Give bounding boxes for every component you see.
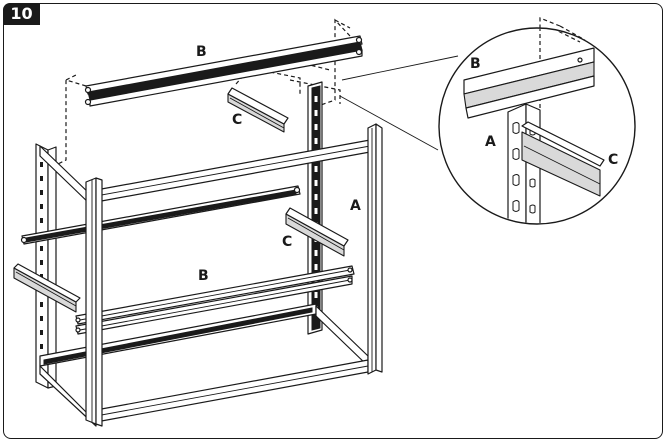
- connector-left: [13, 263, 81, 313]
- step-number-badge: 10: [3, 3, 40, 25]
- label-connector-right: C: [282, 234, 292, 250]
- detail-connector: [521, 121, 605, 197]
- label-beam-top: B: [196, 44, 207, 60]
- shelf-assembly: [13, 81, 383, 427]
- label-detail-beam: B: [470, 56, 481, 72]
- upright-back-left: [35, 143, 57, 389]
- label-connector-top: C: [232, 112, 242, 128]
- label-detail-connector: C: [608, 152, 618, 168]
- floating-connector-c: [227, 87, 289, 133]
- label-upright: A: [350, 198, 361, 214]
- detail-beam: [463, 47, 595, 119]
- top-front-beam: [95, 139, 371, 203]
- floating-beam-b: [84, 35, 363, 107]
- middle-beam-light: [75, 265, 355, 335]
- top-back-beam: [20, 185, 301, 245]
- detail-zoom: [438, 27, 636, 225]
- part-labels: B C A C B B A C: [196, 44, 618, 284]
- upright-back-right: [307, 81, 323, 335]
- upright-front-left: [85, 177, 103, 427]
- connector-right: [285, 207, 349, 257]
- upright-front-right: [367, 123, 383, 375]
- callout-lines: [339, 55, 459, 151]
- label-beam-middle: B: [198, 268, 209, 284]
- label-detail-upright: A: [485, 134, 496, 150]
